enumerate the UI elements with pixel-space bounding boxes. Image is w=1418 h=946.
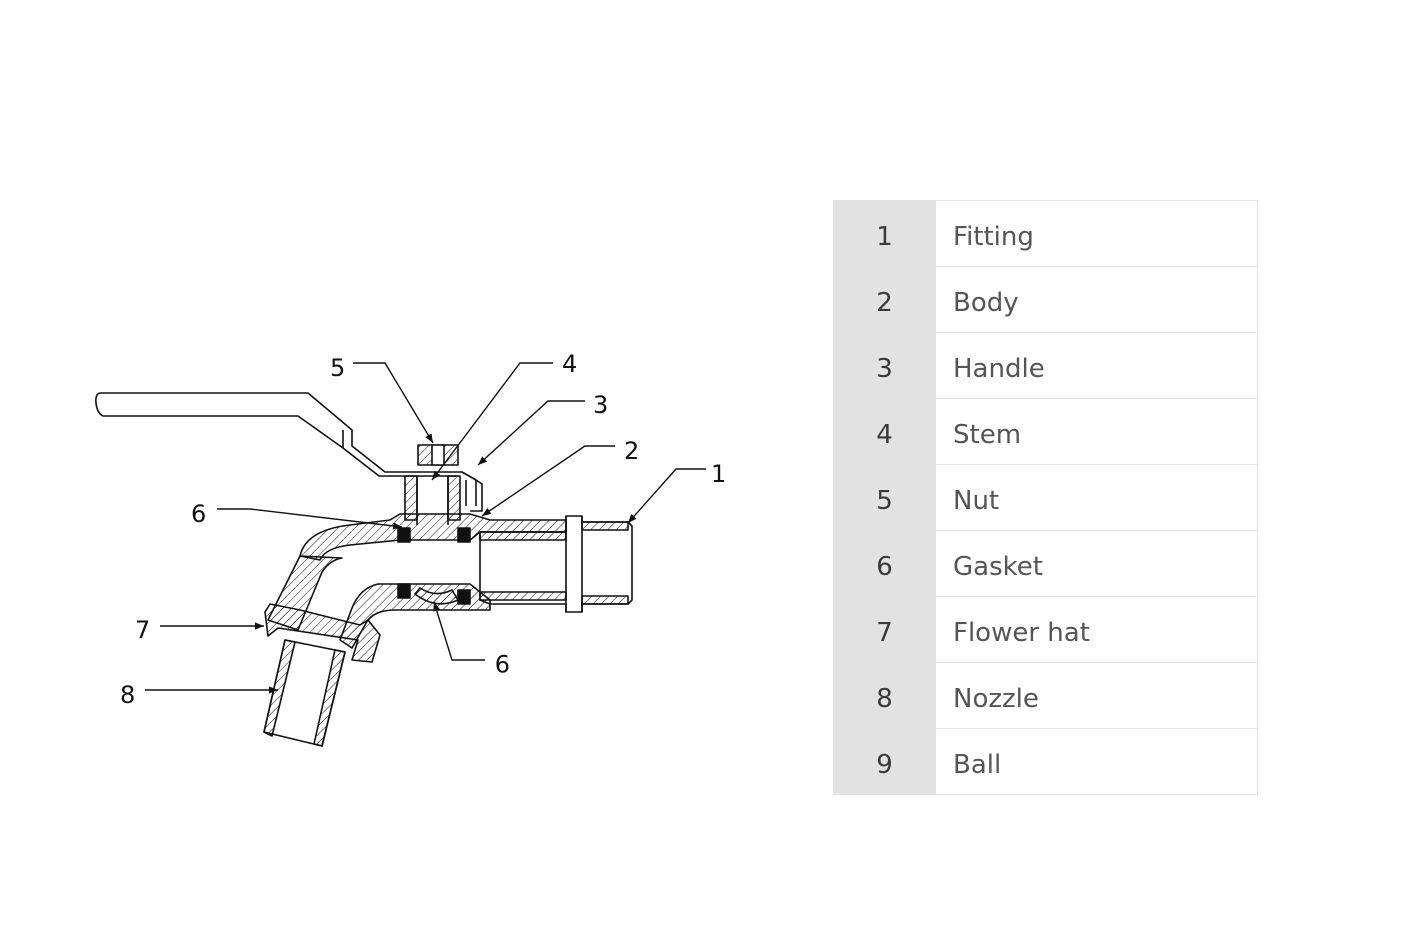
leader-1	[627, 468, 706, 524]
part-number: 1	[833, 200, 936, 267]
part-name: Flower hat	[935, 596, 1258, 663]
callout-2: 2	[624, 437, 639, 465]
part-number: 3	[833, 332, 936, 399]
leader-4	[431, 362, 553, 481]
callout-5: 5	[330, 354, 345, 382]
callout-1: 1	[711, 460, 726, 488]
part-name: Body	[935, 266, 1258, 333]
part-name: Ball	[935, 728, 1258, 795]
part-name: Nozzle	[935, 662, 1258, 729]
callout-4: 4	[562, 350, 577, 378]
callout-3: 3	[593, 391, 608, 419]
leader-3	[477, 400, 585, 466]
callout-9: 9	[495, 649, 510, 677]
part-number: 7	[833, 596, 936, 663]
part-name: Fitting	[935, 200, 1258, 267]
valve-cross-section-diagram: 5 4 3 2 1 6 7 8 9	[95, 350, 726, 747]
ball-shape	[414, 587, 459, 605]
callout-8: 8	[120, 681, 135, 709]
part-number: 4	[833, 398, 936, 465]
part-number: 2	[833, 266, 936, 333]
leader-9	[433, 601, 485, 661]
fitting-shape	[479, 515, 633, 613]
part-name: Stem	[935, 398, 1258, 465]
part-number: 6	[833, 530, 936, 597]
callout-6: 6	[191, 500, 206, 528]
leader-5	[353, 362, 434, 444]
part-name: Handle	[935, 332, 1258, 399]
leader-6	[217, 508, 403, 530]
gasket-shape	[397, 527, 411, 543]
part-name: Nut	[935, 464, 1258, 531]
flower-hat-shape	[264, 603, 381, 663]
callout-7: 7	[135, 616, 150, 644]
leader-2	[481, 445, 615, 517]
part-number: 8	[833, 662, 936, 729]
handle-lever-shape	[101, 392, 483, 512]
part-name: Gasket	[935, 530, 1258, 597]
part-number: 9	[833, 728, 936, 795]
part-number: 5	[833, 464, 936, 531]
